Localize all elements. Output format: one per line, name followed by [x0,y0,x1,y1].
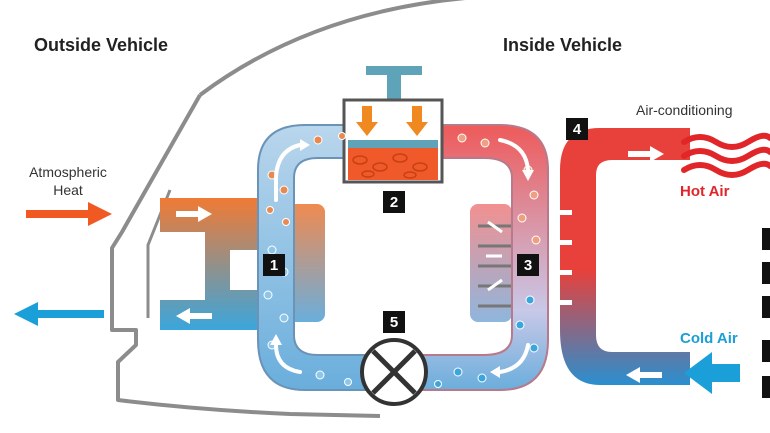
air-conditioning-label: Air-conditioning [636,102,733,118]
cold-air-label: Cold Air [680,330,738,347]
vehicle-outline [198,0,467,97]
cold-air-arrow [684,352,740,394]
step-badge-1: 1 [263,254,285,276]
heat-transfer-arrows [486,220,503,292]
inside-vehicle-label: Inside Vehicle [503,35,623,55]
hot-air-label: Hot Air [680,183,730,200]
compressor-bubbles [352,153,428,179]
exchanger-flow-arrows [176,146,664,383]
flow-arrowheads [270,139,534,378]
compressor-down-arrows [356,106,428,136]
atmospheric-heat-arrow [26,202,112,226]
compressor-piston-handle [366,66,422,75]
step-badge-4: 4 [566,118,588,140]
vehicle-front-outline [110,94,381,418]
refrigerant-particles-left [266,132,346,226]
step-badge-5: 5 [383,311,405,333]
atmospheric-heat-label: Atmospheric Heat [29,164,107,198]
edge-blocks [762,228,770,398]
hot-air-waves [681,132,770,178]
refrigerant-particles-right-blue [434,295,539,388]
step-badge-3: 3 [517,254,539,276]
compressor-plate [348,140,438,148]
outgoing-cold-arrow [14,302,104,326]
outside-vehicle-label: Outside Vehicle [34,35,169,55]
step-badge-2: 2 [383,191,405,213]
inside-heat-exchanger [560,128,690,385]
flow-arrows [274,138,530,374]
coil-box-right [470,204,512,322]
refrigerant-loop-left [257,124,395,391]
